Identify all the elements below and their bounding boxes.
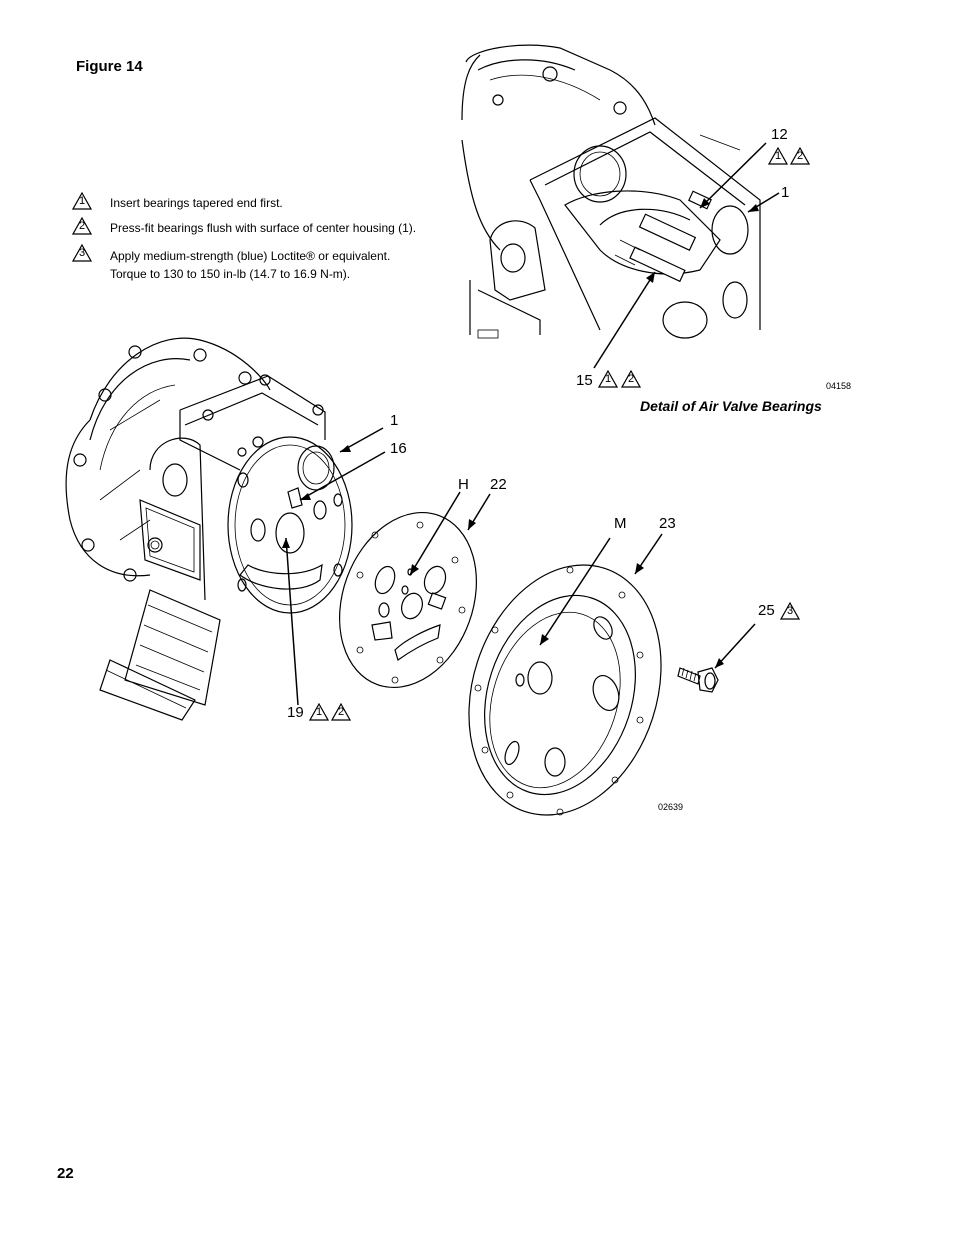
air-cover-23-drawing xyxy=(468,564,662,816)
note-2-text: Press-fit bearings flush with surface of… xyxy=(110,221,417,235)
note-3-text-line2: Torque to 130 to 150 in-lb (14.7 to 16.9… xyxy=(110,267,351,281)
screw-25-drawing xyxy=(677,667,719,693)
detail-air-valve-drawing xyxy=(461,44,761,339)
callout-m: M xyxy=(614,515,627,532)
note-2-triangle-icon: 2 xyxy=(72,217,92,235)
callout-16: 16 xyxy=(390,440,407,457)
callout-1-main: 1 xyxy=(390,412,399,429)
page-number: 22 xyxy=(57,1165,74,1182)
detail-caption: Detail of Air Valve Bearings xyxy=(640,398,822,414)
callout-12: 12 xyxy=(771,126,788,143)
callout-22: 22 xyxy=(490,476,507,493)
note-1-triangle-icon: 1 xyxy=(72,192,92,210)
note-1-text: Insert bearings tapered end first. xyxy=(110,196,283,210)
center-housing-drawing xyxy=(65,337,353,721)
callout-12-triangle-2-icon: 2 xyxy=(790,147,810,165)
detail-ref-number: 04158 xyxy=(826,381,852,391)
callout-25: 25 xyxy=(758,602,775,619)
note-3-triangle-icon: 3 xyxy=(72,244,92,262)
callout-23: 23 xyxy=(659,515,676,532)
callout-1-detail: 1 xyxy=(781,184,790,201)
gasket-22-drawing xyxy=(339,511,477,689)
callout-h: H xyxy=(458,476,469,493)
callout-12-triangle-1-icon: 1 xyxy=(768,147,788,165)
callout-15-triangle-1-icon: 1 xyxy=(598,370,618,388)
callout-15: 15 xyxy=(576,372,593,389)
callout-15-triangle-2-icon: 2 xyxy=(621,370,641,388)
note-3-text: Apply medium-strength (blue) Loctite® or… xyxy=(110,249,391,263)
figure-title: Figure 14 xyxy=(76,58,143,75)
callout-19-triangle-1-icon: 1 xyxy=(309,703,329,721)
callout-19: 19 xyxy=(287,704,304,721)
main-ref-number: 02639 xyxy=(658,802,684,812)
callout-25-triangle-3-icon: 3 xyxy=(780,602,800,620)
callout-19-triangle-2-icon: 2 xyxy=(331,703,351,721)
